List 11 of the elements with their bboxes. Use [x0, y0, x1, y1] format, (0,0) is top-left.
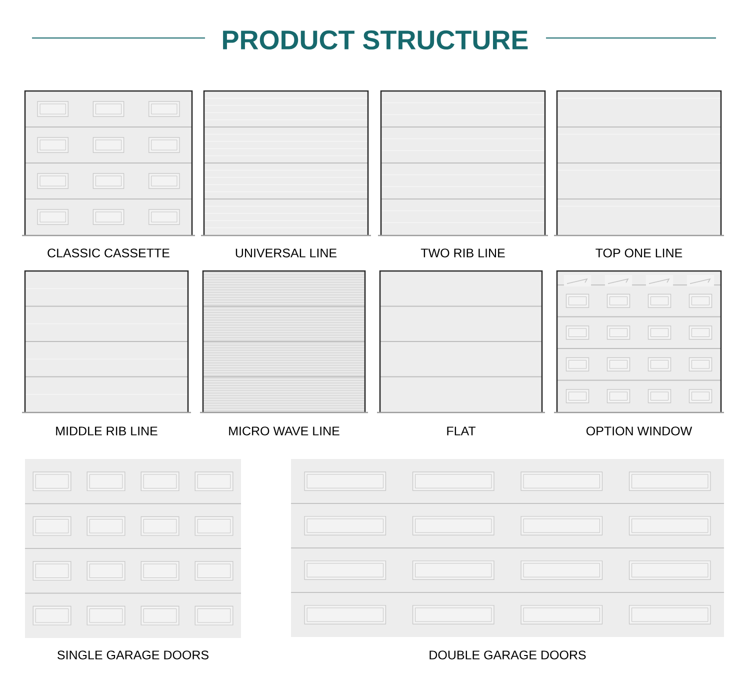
door-caption: MICRO WAVE LINE [229, 426, 340, 436]
door-caption: DOUBLE GARAGE DOORS [430, 650, 586, 660]
door-caption: UNIVERSAL LINE [236, 248, 336, 258]
door-caption: MIDDLE RIB LINE [56, 426, 158, 436]
door-caption: SINGLE GARAGE DOORS [58, 650, 208, 660]
door-caption: FLAT [447, 426, 476, 436]
door-caption: CLASSIC CASSETTE [48, 248, 170, 258]
door-caption: OPTION WINDOW [586, 426, 692, 436]
door-caption: TWO RIB LINE [420, 248, 505, 258]
title: PRODUCT STRUCTURE [223, 30, 528, 50]
door-caption: TOP ONE LINE [596, 248, 682, 258]
